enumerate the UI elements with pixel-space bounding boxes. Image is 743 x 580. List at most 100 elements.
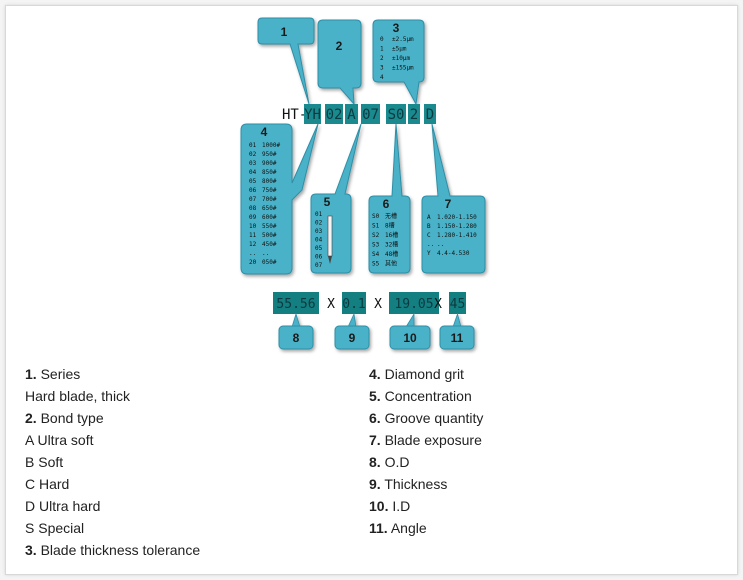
dimension-value: 0.1 — [342, 297, 365, 312]
callout-6-value: 8槽 — [385, 222, 395, 230]
code-segment-box — [345, 104, 358, 124]
code-segment-box — [408, 104, 420, 124]
legend-item-text: A Ultra soft — [25, 432, 94, 448]
legend-item-text: Series — [36, 366, 81, 382]
callout-7-code: Y — [427, 250, 431, 257]
callout-6-code: S0 — [372, 213, 380, 220]
callout-4-value: 650# — [262, 205, 277, 212]
code-segment-text: D — [426, 107, 434, 123]
callout-6-code: S4 — [372, 251, 380, 258]
callout-9-number: 9 — [349, 331, 356, 345]
callout-7-number: 7 — [445, 197, 452, 211]
callout-3-code: 1 — [380, 46, 384, 53]
callout-4 — [240, 123, 319, 275]
callout-2-number: 2 — [336, 39, 343, 53]
callout-10 — [389, 312, 431, 350]
legend-item-number: 9. — [369, 476, 381, 492]
legend-item: 8. O.D — [369, 451, 483, 473]
code-segment-box — [325, 104, 343, 124]
callout-4-value: 950# — [262, 151, 277, 158]
pencil-icon — [327, 215, 333, 264]
callout-4-code: 03 — [249, 160, 257, 167]
callout-6-value: 无槽 — [385, 212, 397, 220]
legend-item-text: Hard blade, thick — [25, 388, 131, 404]
legend-item: 4. Diamond grit — [369, 363, 483, 385]
callout-5-code: 07 — [315, 262, 323, 269]
callout-6-code: S3 — [372, 242, 380, 249]
callout-7-value: .. — [437, 241, 444, 248]
legend-item-number: 6. — [369, 410, 381, 426]
callout-7-value: 1.150-1.280 — [437, 223, 477, 230]
callout-4-value: .. — [262, 250, 269, 257]
code-segment-text: S0 — [388, 107, 405, 123]
callout-5-number: 5 — [324, 195, 331, 209]
callout-4-value: 800# — [262, 178, 277, 185]
code-segment-box — [424, 104, 436, 124]
legend-item: B Soft — [25, 451, 200, 473]
legend-item-number: 5. — [369, 388, 381, 404]
callout-4-code: 06 — [249, 187, 257, 194]
callout-4-code: 20 — [249, 259, 257, 266]
dimension-value-box — [273, 292, 319, 314]
callout-4-code: 10 — [249, 223, 257, 230]
callout-7-value: 1.020-1.150 — [437, 214, 477, 221]
code-segment-box — [361, 104, 380, 124]
callout-3-code: 3 — [380, 65, 384, 72]
dimension-value-box — [342, 292, 366, 314]
legend-item: 2. Bond type — [25, 407, 200, 429]
legend-item-text: Thickness — [380, 476, 448, 492]
legend-item-number: 7. — [369, 432, 381, 448]
callout-8-number: 8 — [293, 331, 300, 345]
code-segment-text: 2 — [410, 107, 418, 123]
callout-4-code: 02 — [249, 151, 257, 158]
callout-5-code: 01 — [315, 211, 323, 218]
legend-item: S Special — [25, 517, 200, 539]
callout-1 — [257, 17, 315, 105]
legend-item: 11. Angle — [369, 517, 483, 539]
legend-item-number: 10. — [369, 498, 389, 514]
legend-item-text: C Hard — [25, 476, 70, 492]
callout-4-value: 700# — [262, 196, 277, 203]
dimension-separator: X — [434, 297, 442, 312]
legend-item: D Ultra hard — [25, 495, 200, 517]
callout-8 — [278, 312, 314, 350]
callout-4-number: 4 — [261, 125, 268, 139]
legend-item-text: O.D — [380, 454, 410, 470]
legend-item-number: 11. — [369, 520, 388, 536]
dimension-value: 19.05 — [394, 297, 433, 312]
legend-item-text: Concentration — [380, 388, 472, 404]
callout-4-value: 550# — [262, 223, 277, 230]
callout-3-value: ±155μm — [392, 65, 414, 72]
legend-item-text: B Soft — [25, 454, 64, 470]
legend-item-text: Blade exposure — [380, 432, 482, 448]
callout-7-code: .. — [427, 241, 434, 248]
callout-4-value: 750# — [262, 187, 277, 194]
dimension-value: 55.56 — [276, 297, 315, 312]
dimension-value-box — [449, 292, 466, 314]
callout-6-code: S1 — [372, 223, 380, 230]
legend-item-text: Blade thickness tolerance — [36, 542, 201, 558]
callout-5-code: 03 — [315, 228, 323, 235]
legend-item: 1. Series — [25, 363, 200, 385]
callout-4-value: 600# — [262, 214, 277, 221]
callout-6 — [368, 123, 411, 274]
callout-6-code: S2 — [372, 232, 380, 239]
callout-7-code: C — [427, 232, 431, 239]
callout-11-number: 11 — [451, 331, 464, 345]
code-segment-box — [386, 104, 406, 124]
callout-3-value: ±5μm — [392, 46, 407, 53]
callout-4-value: 900# — [262, 160, 277, 167]
callout-4-code: 05 — [249, 178, 257, 185]
dimension-separator: X — [374, 297, 382, 312]
code-segment-text: A — [347, 107, 356, 123]
callout-4-code: .. — [249, 250, 256, 257]
legend-item-text: I.D — [388, 498, 411, 514]
legend-item-number: 2. — [25, 410, 37, 426]
callout-5-code: 02 — [315, 220, 323, 227]
legend-item: 3. Blade thickness tolerance — [25, 539, 200, 561]
callout-4-value: 050# — [262, 259, 277, 266]
legend-item: 7. Blade exposure — [369, 429, 483, 451]
callout-6-value: 其他 — [385, 260, 397, 268]
